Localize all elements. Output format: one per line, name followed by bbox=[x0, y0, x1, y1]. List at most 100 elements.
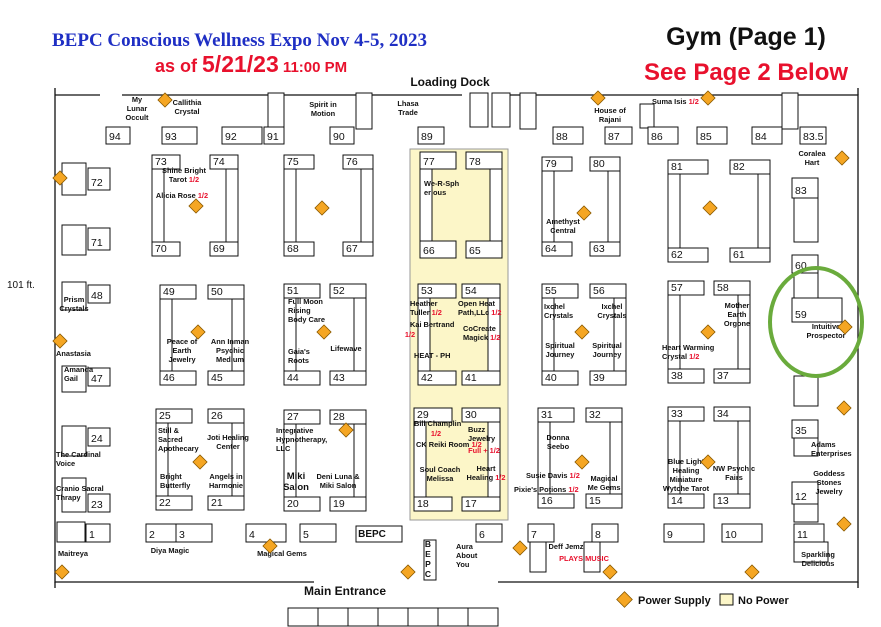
power-supply-icon bbox=[54, 564, 70, 580]
vendor-line: About bbox=[456, 551, 478, 560]
booth: 92 bbox=[221, 126, 263, 145]
booth: 12 bbox=[791, 481, 819, 505]
vendor-line: Magick bbox=[463, 333, 489, 342]
vendor-name: Diya Magic bbox=[151, 546, 190, 555]
booth-box bbox=[413, 496, 453, 512]
booth-number: 48 bbox=[91, 290, 103, 302]
red-note: 1/2 bbox=[405, 330, 415, 339]
booth-box bbox=[419, 240, 457, 259]
booth: 2 bbox=[145, 523, 177, 543]
vendor-name: Kai Bertrand bbox=[410, 320, 455, 329]
booth: 25 bbox=[155, 408, 193, 424]
booth: 11 bbox=[793, 523, 825, 543]
vendor-line: Diya Magic bbox=[151, 546, 190, 555]
vendor-line: Healing bbox=[673, 466, 700, 475]
booth-number: 6 bbox=[479, 529, 485, 541]
power-supply-icon bbox=[700, 454, 716, 470]
booth-number: 21 bbox=[211, 497, 223, 509]
booth-box bbox=[329, 126, 355, 145]
booth: 17 bbox=[461, 496, 501, 512]
vendor-line: Integrative bbox=[276, 426, 313, 435]
vendor-line: Open Heat bbox=[458, 299, 495, 308]
booth: 77 bbox=[419, 151, 457, 170]
booth: 94 bbox=[105, 126, 131, 145]
vendor-line: Magical Gems bbox=[257, 549, 307, 558]
power-supply-icon bbox=[190, 324, 206, 340]
booth-number: 47 bbox=[91, 373, 103, 385]
booth-number: 18 bbox=[417, 498, 429, 510]
booth: 86 bbox=[647, 126, 679, 145]
booth: 27 bbox=[283, 409, 321, 425]
gym-title: Gym (Page 1) bbox=[666, 23, 826, 51]
booth-number: 62 bbox=[671, 249, 683, 261]
booth: 10 bbox=[721, 523, 763, 543]
booth: 28 bbox=[329, 409, 367, 425]
half-booth-note: 1/2 bbox=[687, 97, 699, 106]
vendor-line: Crystals bbox=[544, 311, 573, 320]
booth-number: 43 bbox=[333, 372, 345, 384]
booth-box bbox=[667, 159, 709, 175]
booth-box bbox=[663, 523, 705, 543]
vendor-line: Ixchel bbox=[544, 302, 565, 311]
booth-number: 10 bbox=[725, 529, 737, 541]
booth: 3 bbox=[175, 523, 213, 543]
booth-number: 50 bbox=[211, 286, 223, 298]
vendor-line: The Cardinal bbox=[56, 450, 101, 459]
booth-number: 92 bbox=[225, 131, 237, 143]
booth-number: 25 bbox=[159, 410, 171, 422]
booth: 54 bbox=[461, 283, 501, 299]
power-supply-icon bbox=[157, 92, 173, 108]
vendor-line: Enterprises bbox=[811, 449, 852, 458]
vendor-line: Medium bbox=[216, 355, 244, 364]
booth: 82 bbox=[729, 159, 771, 175]
booth: 46 bbox=[159, 370, 197, 386]
vendor-line: Path,LLc bbox=[458, 308, 489, 317]
booth-box bbox=[537, 407, 575, 423]
booth-number: 41 bbox=[465, 372, 477, 384]
booth-box bbox=[417, 126, 445, 145]
booth-box bbox=[793, 523, 825, 543]
asof-prefix: as of bbox=[155, 56, 202, 76]
half-booth-note: 1/2 bbox=[566, 485, 578, 494]
booth-box bbox=[221, 126, 263, 145]
booth: 61 bbox=[729, 247, 771, 263]
booth-box bbox=[585, 407, 623, 423]
vendor-line: Amethyst bbox=[546, 217, 580, 226]
vendor-line: Harmonie bbox=[209, 481, 243, 490]
booth-box bbox=[413, 407, 453, 423]
booth-box bbox=[791, 419, 819, 439]
booth-box bbox=[283, 409, 321, 425]
half-booth-note: 1/2 bbox=[488, 333, 500, 342]
vendor-line: CoCreate bbox=[463, 324, 496, 333]
vendor-line: Lunar bbox=[127, 104, 148, 113]
booth: 53 bbox=[417, 283, 457, 299]
vendor-line: Thrapy bbox=[56, 493, 82, 502]
booth-number: 68 bbox=[287, 243, 299, 255]
vendor-line: Full Moon bbox=[288, 297, 323, 306]
booth-number: 14 bbox=[671, 495, 683, 507]
vendor-line: My bbox=[132, 95, 143, 104]
vendor-line: Hypnotherapy, bbox=[276, 435, 327, 444]
booth-number: 11 bbox=[797, 529, 808, 541]
booth: 63 bbox=[589, 241, 621, 257]
booth-number: 52 bbox=[333, 285, 345, 297]
vendor-line: You bbox=[456, 560, 470, 569]
booth-box bbox=[155, 495, 193, 511]
booth-box bbox=[209, 154, 239, 170]
booth: 26 bbox=[207, 408, 245, 424]
booth: 91 bbox=[263, 126, 285, 145]
booth: 58 bbox=[713, 280, 751, 296]
width-label: 101 ft. bbox=[7, 280, 35, 291]
booth-box bbox=[245, 523, 287, 543]
booth: 23 bbox=[87, 493, 111, 513]
power-supply-icon bbox=[700, 90, 716, 106]
vendor-line: Lifewave bbox=[330, 344, 361, 353]
